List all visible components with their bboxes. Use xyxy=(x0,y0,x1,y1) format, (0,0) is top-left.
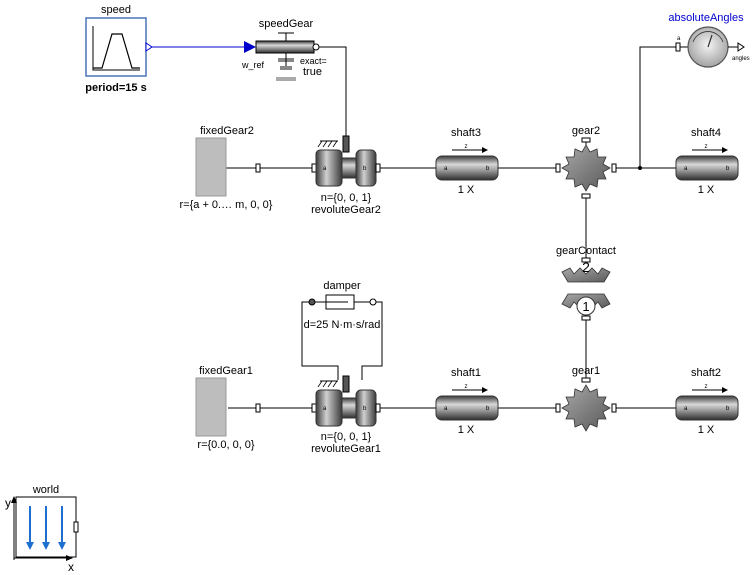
fixedgear1-param: r={0.0, 0, 0} xyxy=(197,439,255,451)
wire-damper-a[interactable] xyxy=(301,301,339,380)
absoluteangles-block[interactable]: absoluteAngles a angles xyxy=(668,12,750,68)
shaft1-name: shaft1 xyxy=(451,367,481,379)
connections xyxy=(152,46,680,409)
shaft3-a: a xyxy=(444,166,448,172)
damper-param: d=25 N·m·s/rad xyxy=(304,319,381,331)
speedgear-exact-value: true xyxy=(303,66,322,78)
revolutegear1-b: b xyxy=(363,406,367,412)
junction-dot xyxy=(638,166,642,170)
shaft1-a: a xyxy=(444,406,448,412)
fixedgear2-block[interactable]: fixedGear2 r={a + 0.… m, 0, 0} xyxy=(180,125,273,211)
damper-block[interactable]: damper d=25 N·m·s/rad xyxy=(304,280,381,331)
wire-speedgear-revolute2[interactable] xyxy=(318,46,347,140)
speed-param: period=15 s xyxy=(85,82,146,94)
revolutegear2-name: revoluteGear2 xyxy=(311,204,381,216)
shaft4-b: b xyxy=(726,166,730,172)
fixedgear1-name: fixedGear1 xyxy=(199,365,253,377)
shaft1-axis: z xyxy=(465,384,468,390)
shaft3-scale: 1 X xyxy=(458,184,475,196)
wire-to-absoluteangles[interactable] xyxy=(639,46,680,168)
fixedgear2-name: fixedGear2 xyxy=(200,125,254,137)
gearcontact-name: gearContact xyxy=(556,245,616,257)
absoluteangles-port-angles: angles xyxy=(732,56,750,62)
revolutegear2-block[interactable]: a b n={0, 0, 1} revoluteGear2 xyxy=(311,135,381,216)
gear2-block[interactable]: gear2 xyxy=(555,125,617,199)
gear1-block[interactable]: gear1 xyxy=(555,365,617,432)
revolutegear1-a: a xyxy=(323,406,327,412)
shaft4-block[interactable]: shaft4 z a b 1 X xyxy=(675,127,739,196)
shaft2-block[interactable]: shaft2 z a b 1 X xyxy=(675,367,739,436)
speed-name: speed xyxy=(101,4,131,16)
gear1-icon xyxy=(561,384,611,432)
world-y-label: y xyxy=(5,496,11,510)
world-name: world xyxy=(32,484,59,496)
gearcontact-block[interactable]: gearContact 2 1 xyxy=(556,245,616,321)
shaft2-a: a xyxy=(684,406,688,412)
fixedgear2-param: r={a + 0.… m, 0, 0} xyxy=(180,199,273,211)
revolutegear2-b: b xyxy=(363,166,367,172)
shaft3-axis: z xyxy=(465,144,468,150)
gearcontact-top: 2 xyxy=(582,259,590,275)
shaft4-axis: z xyxy=(705,144,708,150)
shaft2-scale: 1 X xyxy=(698,424,715,436)
shaft4-a: a xyxy=(684,166,688,172)
revolutegear1-name: revoluteGear1 xyxy=(311,443,381,455)
shaft2-b: b xyxy=(726,406,730,412)
speed-block[interactable]: speed period=15 s xyxy=(85,4,153,94)
gear1-name: gear1 xyxy=(572,365,600,377)
speedgear-block[interactable]: speedGear w_ref exact= true xyxy=(241,18,327,81)
gear2-icon xyxy=(561,144,611,192)
gearcontact-bottom: 1 xyxy=(582,299,589,314)
fixedgear1-block[interactable]: fixedGear1 r={0.0, 0, 0} xyxy=(195,365,261,451)
wire-damper-b[interactable] xyxy=(361,301,383,380)
world-block[interactable]: world y x xyxy=(5,484,79,574)
absoluteangles-name: absoluteAngles xyxy=(668,12,744,24)
shaft4-scale: 1 X xyxy=(698,184,715,196)
shaft3-name: shaft3 xyxy=(451,127,481,139)
revolutegear2-param: n={0, 0, 1} xyxy=(321,192,372,204)
shaft2-name: shaft2 xyxy=(691,367,721,379)
gravity-arrows-icon xyxy=(26,506,66,550)
shaft4-name: shaft4 xyxy=(691,127,721,139)
revolutegear1-block[interactable]: a b n={0, 0, 1} revoluteGear1 xyxy=(311,375,381,455)
shaft3-block[interactable]: shaft3 z a b 1 X xyxy=(435,127,499,196)
revolutegear1-param: n={0, 0, 1} xyxy=(321,431,372,443)
speedgear-input-label: w_ref xyxy=(241,60,265,70)
shaft1-scale: 1 X xyxy=(458,424,475,436)
world-x-label: x xyxy=(68,560,74,574)
revolutegear2-a: a xyxy=(323,166,327,172)
shaft3-b: b xyxy=(486,166,490,172)
damper-name: damper xyxy=(323,280,361,292)
absoluteangles-port-a: a xyxy=(677,36,681,42)
shaft2-axis: z xyxy=(705,384,708,390)
gear2-name: gear2 xyxy=(572,125,600,137)
shaft1-b: b xyxy=(486,406,490,412)
speedgear-name: speedGear xyxy=(259,18,314,30)
speedgear-exact-label: exact= xyxy=(300,56,327,66)
shaft1-block[interactable]: shaft1 z a b 1 X xyxy=(435,367,499,436)
